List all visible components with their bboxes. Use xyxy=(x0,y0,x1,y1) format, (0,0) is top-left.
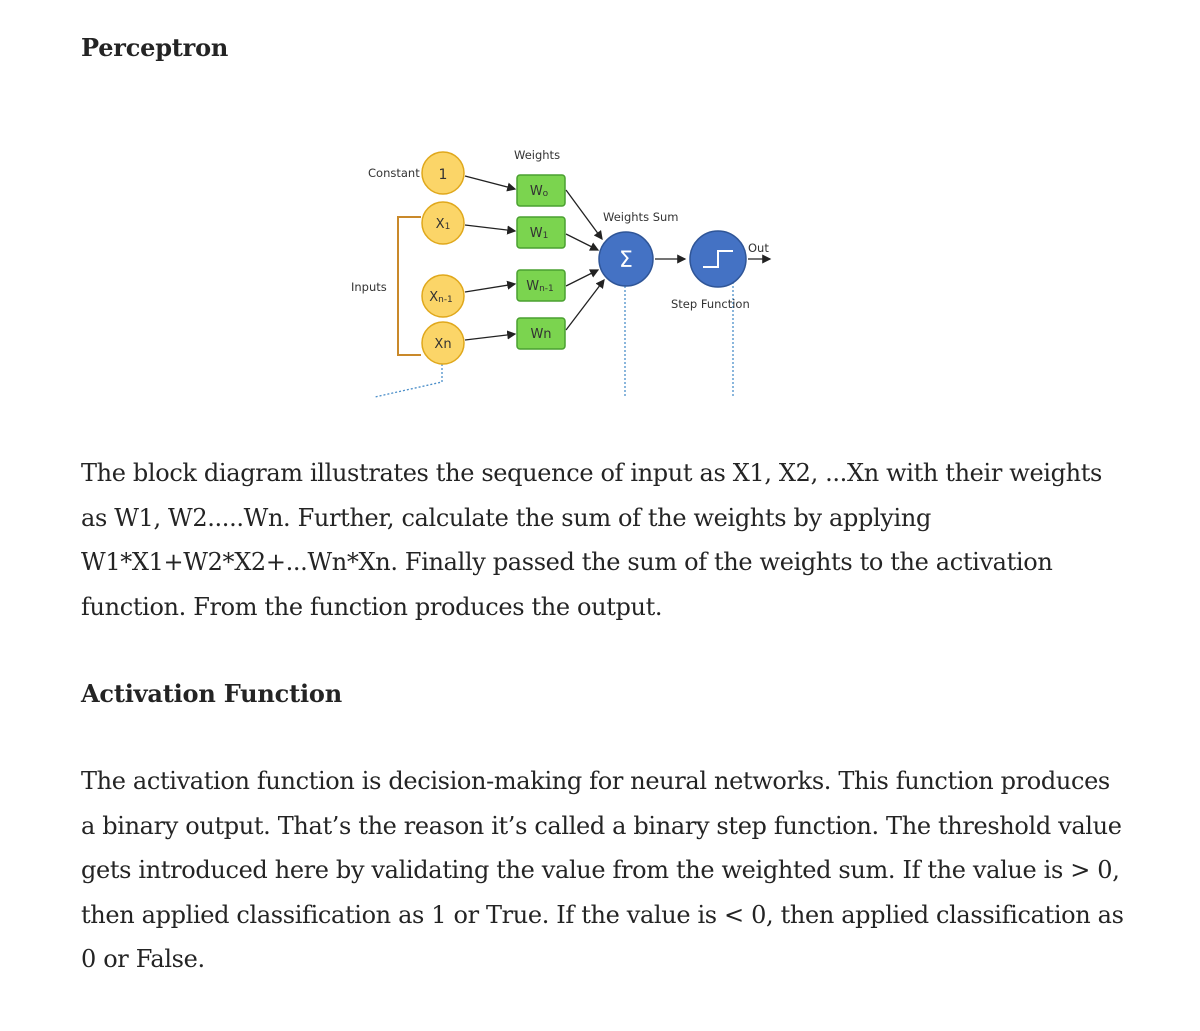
section-heading-activation-function: Activation Function xyxy=(81,679,342,708)
input-node-xn-1: Xn-1 xyxy=(421,274,465,318)
label-weights-sum: Weights Sum xyxy=(603,210,679,224)
weight-box-w1: W1 xyxy=(516,216,566,249)
svg-text:Wo: Wo xyxy=(530,184,549,199)
perceptron-description: The block diagram illustrates the sequen… xyxy=(81,459,1103,621)
svg-text:Σ: Σ xyxy=(619,248,633,273)
label-constant: Constant xyxy=(368,166,420,180)
weight-box-w0: Wo xyxy=(516,174,566,207)
step-function-node xyxy=(689,230,747,288)
weight-box-wn-1: Wn-1 xyxy=(516,269,566,302)
label-out: Out xyxy=(748,241,769,255)
label-step-function: Step Function xyxy=(671,297,750,311)
input-to-weight-arrows xyxy=(464,175,517,341)
svg-text:1: 1 xyxy=(439,167,448,183)
sum-node: Σ xyxy=(598,231,654,287)
svg-text:Wn-1: Wn-1 xyxy=(526,279,554,294)
label-weights: Weights xyxy=(514,148,560,162)
svg-text:Wn: Wn xyxy=(530,327,551,342)
input-node-xn: Xn xyxy=(421,321,465,365)
weight-to-sum-arrows xyxy=(565,189,605,331)
dotted-line-xn xyxy=(374,360,443,398)
svg-text:W1: W1 xyxy=(530,226,549,241)
step-function-icon xyxy=(703,250,733,268)
svg-text:X1: X1 xyxy=(436,217,451,232)
label-inputs: Inputs xyxy=(351,280,387,294)
activation-function-description: The activation function is decision-maki… xyxy=(81,767,1124,973)
input-node-x1: X1 xyxy=(421,201,465,245)
svg-text:Xn-1: Xn-1 xyxy=(429,290,453,305)
dotted-annotation-lines xyxy=(374,278,734,398)
section-heading-perceptron: Perceptron xyxy=(81,33,229,62)
inputs-bracket xyxy=(397,216,421,356)
input-node-constant: 1 xyxy=(421,151,465,195)
weight-box-wn: Wn xyxy=(516,317,566,350)
perceptron-diagram: 1 X1 Xn-1 Xn Wo W1 Wn-1 Wn Σ Constant In… xyxy=(351,148,772,398)
svg-text:Xn: Xn xyxy=(434,337,451,352)
